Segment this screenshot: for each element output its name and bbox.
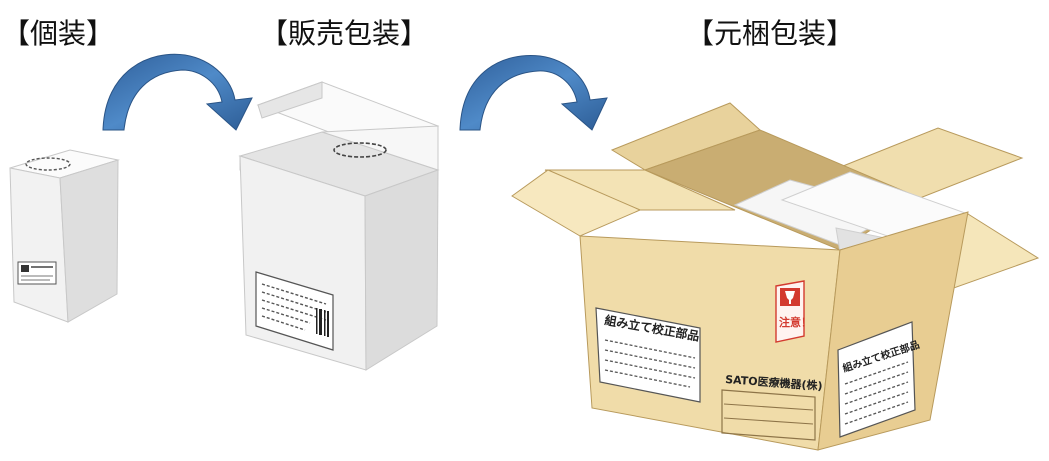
- sales-package-box: [238, 81, 440, 371]
- caption-shipping-package: 【元梱包装】: [686, 17, 855, 50]
- caption-sales-package: 【販売包装】: [260, 17, 429, 50]
- barcode-icon: [316, 308, 329, 337]
- curved-arrow-icon: [102, 53, 253, 131]
- curved-arrow-icon: [459, 54, 608, 131]
- shipping-package-box: 組み立て校正部品 SATO医療機器(株) 注意！ 組み立て校正部品: [511, 102, 1040, 451]
- shipping-company-label: SATO医療機器(株): [725, 372, 823, 393]
- caption-individual-package: 【個装】: [2, 17, 115, 50]
- individual-package-box: [9, 149, 120, 323]
- fragile-glass-icon: 注意！: [775, 280, 812, 343]
- caution-label: 注意！: [779, 315, 812, 329]
